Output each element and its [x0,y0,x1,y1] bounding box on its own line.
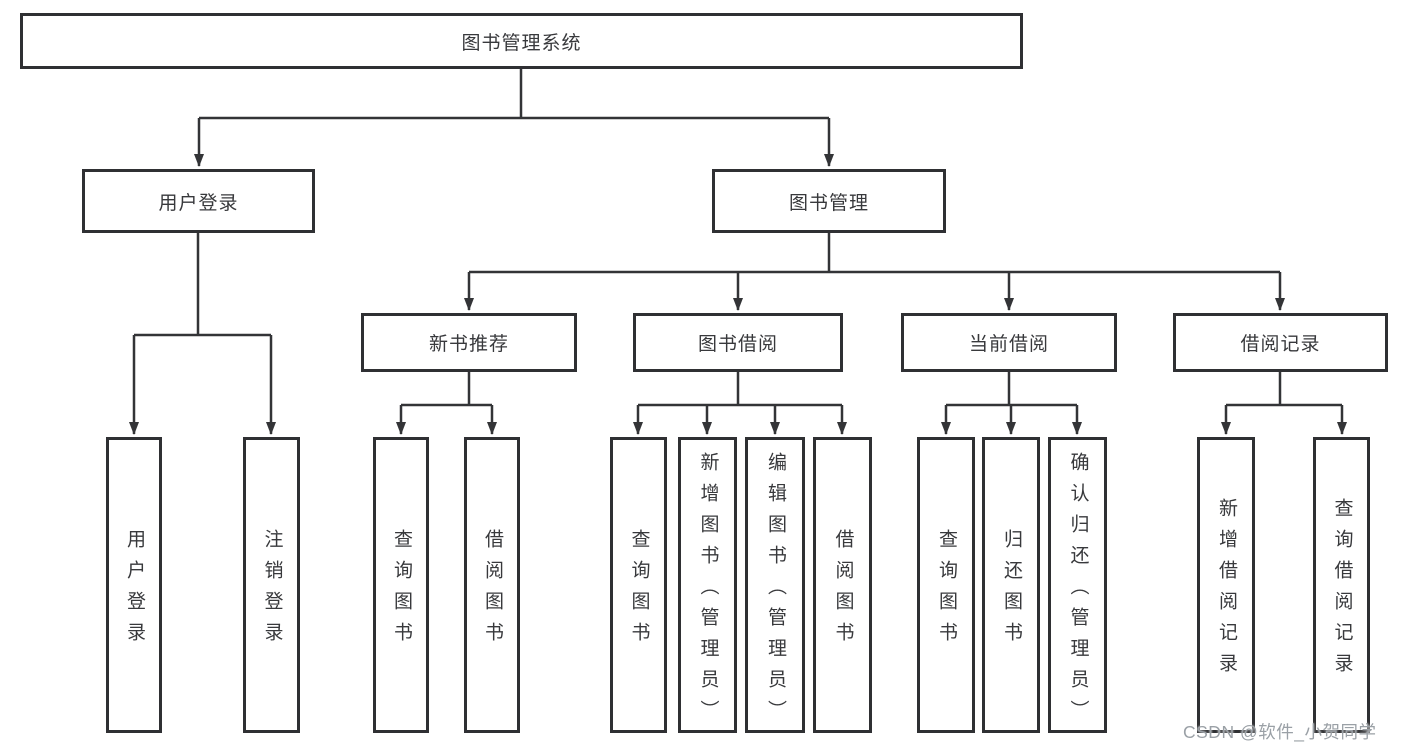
leaf-add-book-admin: 新增图书（管理员） [678,437,737,733]
node-label: 图书管理系统 [461,32,582,54]
node-borrowing-records: 借阅记录 [1173,313,1388,372]
node-new-book-recommendation: 新书推荐 [361,313,577,372]
node-book-borrowing: 图书借阅 [633,313,843,372]
node-label: 图书管理 [788,192,869,214]
leaf-query-books-recommend: 查询图书 [373,437,429,733]
node-label: 查询图书 [390,529,412,653]
node-label: 新书推荐 [428,334,509,355]
node-current-borrowing: 当前借阅 [901,313,1117,372]
node-user-login: 用户登录 [82,169,315,233]
leaf-confirm-return-admin: 确认归还（管理员） [1048,437,1107,733]
node-label: 查询图书 [628,529,650,653]
node-label: 借阅图书 [481,529,503,653]
node-label: 新增借阅记录 [1215,498,1237,684]
leaf-query-books-borrow: 查询图书 [610,437,667,733]
node-label: 借阅记录 [1240,334,1321,355]
connector-arrows [129,118,1347,435]
node-label: 用户登录 [123,529,145,653]
node-label: 当前借阅 [968,334,1049,355]
csdn-watermark: CSDN @软件_小贺同学 [1183,722,1377,742]
node-label: 查询图书 [935,529,957,653]
node-label: 确认归还（管理员） [1067,451,1089,731]
node-label: 查询借阅记录 [1331,498,1353,684]
leaf-borrow-books-recommend: 借阅图书 [464,437,520,733]
node-label: 归还图书 [1000,529,1022,653]
node-label: 新增图书（管理员） [697,451,719,731]
node-label: 借阅图书 [832,529,854,653]
leaf-query-borrow-record: 查询借阅记录 [1313,437,1370,733]
leaf-edit-book-admin: 编辑图书（管理员） [745,437,805,733]
leaf-user-login: 用户登录 [106,437,162,733]
leaf-logout: 注销登录 [243,437,300,733]
node-label: 图书借阅 [697,334,778,355]
node-label: 编辑图书（管理员） [764,451,786,731]
leaf-query-books-current: 查询图书 [917,437,975,733]
node-library-management-system: 图书管理系统 [20,13,1023,69]
leaf-return-book: 归还图书 [982,437,1040,733]
node-book-management: 图书管理 [712,169,946,233]
node-label: 注销登录 [261,529,283,653]
leaf-add-borrow-record: 新增借阅记录 [1197,437,1255,733]
leaf-borrow-books-borrow: 借阅图书 [813,437,872,733]
node-label: 用户登录 [158,192,239,214]
connector-segments [134,69,1342,407]
